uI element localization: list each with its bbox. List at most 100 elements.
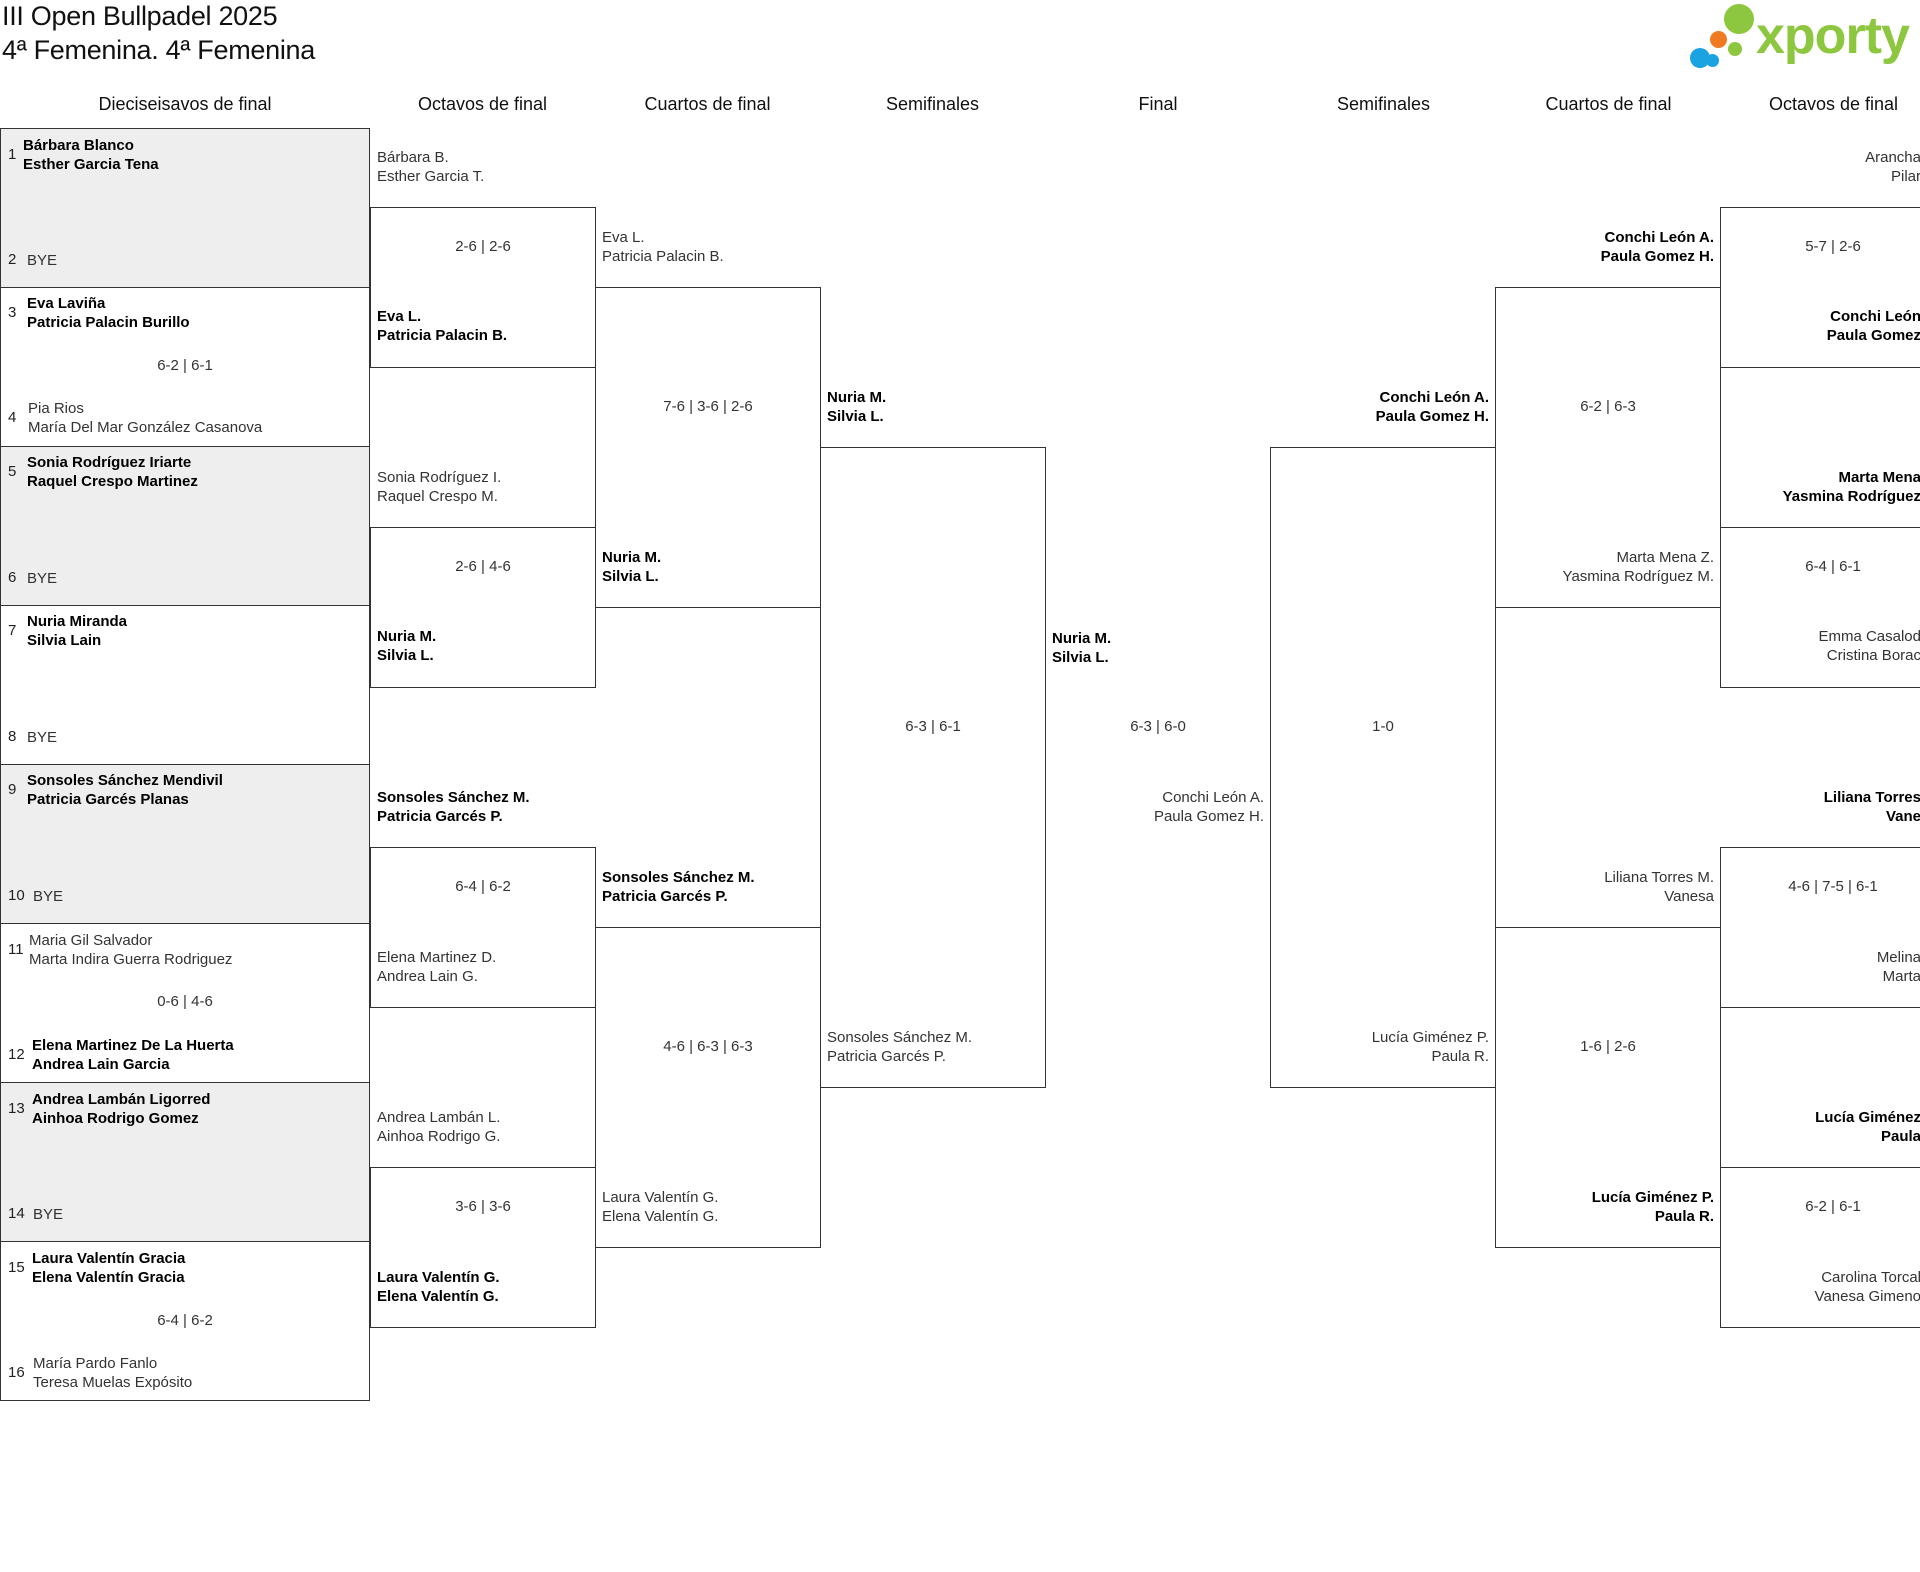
seed-number: 11	[8, 941, 24, 958]
category-subtitle: 4ª Femenina. 4ª Femenina	[2, 35, 315, 65]
logo-text: xporty	[1756, 7, 1910, 65]
match-score: 1-0	[1372, 718, 1394, 735]
match-score: 6-2 | 6-1	[1805, 1198, 1861, 1215]
small-blue-dot-icon	[1706, 54, 1719, 67]
match-score: 7-6 | 3-6 | 2-6	[663, 398, 753, 415]
team-name: BYE	[27, 570, 58, 587]
team-name: Sonsoles Sánchez M.Patricia Garcés P.	[377, 789, 530, 825]
team-name: Laura Valentín G.Elena Valentín G.	[377, 1269, 500, 1305]
team-name: Lucía Giménez P.Paula R.	[1371, 1029, 1489, 1065]
match-score: 3-6 | 3-6	[455, 1198, 511, 1215]
seed-number: 4	[8, 409, 17, 426]
match-box	[1720, 847, 1920, 1008]
team-name: Laura Valentín G.Elena Valentín G.	[602, 1189, 719, 1225]
blue-dot-icon	[1690, 48, 1710, 68]
team-name: Nuria M.Silvia L.	[827, 389, 887, 425]
seed-number: 7	[8, 622, 17, 639]
match-box	[1720, 207, 1920, 368]
orange-dot-icon	[1710, 31, 1727, 48]
match-box	[1270, 447, 1496, 1088]
team-name: Nuria M.Silvia L.	[602, 549, 662, 585]
round-header-r16: Dieciseisavos de final	[98, 94, 272, 114]
seed-number: 2	[8, 251, 17, 268]
match-score: 6-4 | 6-2	[157, 1312, 213, 1329]
match-score: 6-4 | 6-1	[1805, 558, 1861, 575]
round-header-qf: Cuartos de final	[644, 94, 771, 114]
seed-number: 6	[8, 569, 17, 586]
team-name: Sonsoles Sánchez M.Patricia Garcés P.	[827, 1029, 973, 1065]
match-box	[1720, 1167, 1920, 1328]
team-name: Sonsoles Sánchez M.Patricia Garcés P.	[602, 869, 755, 905]
match-score: 4-6 | 6-3 | 6-3	[663, 1038, 753, 1055]
round-header-final: Final	[1138, 94, 1178, 114]
team-name: Nuria M.Silvia L.	[1052, 630, 1112, 666]
match-score: 2-6 | 4-6	[455, 558, 511, 575]
match-score: 5-7 | 2-6	[1805, 238, 1861, 255]
match-box	[820, 447, 1046, 1088]
round-header-qf-right: Cuartos de final	[1545, 94, 1672, 114]
seed-number: 15	[8, 1259, 25, 1276]
seed-number: 13	[8, 1100, 25, 1117]
seed-number: 16	[8, 1364, 25, 1381]
team-name: Bárbara B.Esther Garcia T.	[377, 149, 485, 185]
match-box	[1495, 287, 1721, 608]
match-score: 1-6 | 2-6	[1580, 1038, 1636, 1055]
team-name: BYE	[27, 729, 58, 746]
match-box	[0, 1082, 370, 1242]
team-name: BYE	[27, 252, 58, 269]
round-header-r8-right: Octavos de final	[1768, 94, 1899, 114]
green-dot-icon	[1724, 4, 1754, 34]
tournament-title: III Open Bullpadel 2025	[2, 1, 278, 31]
match-box	[1495, 927, 1721, 1248]
match-score: 2-6 | 2-6	[455, 238, 511, 255]
seed-number: 8	[8, 728, 17, 745]
match-box	[0, 764, 370, 924]
match-box	[0, 1241, 370, 1401]
team-name: BYE	[33, 888, 64, 905]
seed-number: 14	[8, 1205, 25, 1222]
match-score: 6-2 | 6-1	[157, 357, 213, 374]
team-name: Liliana Torres M.Vanesa	[1604, 869, 1714, 905]
seed-number: 5	[8, 463, 17, 480]
seed-number: 10	[8, 887, 25, 904]
match-score: 6-2 | 6-3	[1580, 398, 1636, 415]
team-name: BYE	[33, 1206, 64, 1223]
team-name: Eva L.Patricia Palacin B.	[602, 229, 724, 265]
seed-number: 12	[8, 1046, 25, 1063]
team-name: Eva L.Patricia Palacin B.	[377, 308, 508, 344]
seed-number: 3	[8, 304, 17, 321]
small-green-dot-icon	[1728, 42, 1742, 56]
team-name: Sonia Rodríguez I.Raquel Crespo M.	[377, 469, 502, 505]
round-header-sf-right: Semifinales	[1336, 94, 1431, 114]
xporty-logo: xporty	[1690, 4, 1920, 68]
team-name: Nuria M.Silvia L.	[377, 628, 437, 664]
team-name: Conchi León A.Paula Gomez H.	[1375, 389, 1489, 425]
match-score: 6-3 | 6-0	[1130, 718, 1186, 735]
team-name: Andrea Lambán L.Ainhoa Rodrigo G.	[377, 1109, 501, 1145]
match-score: 4-6 | 7-5 | 6-1	[1788, 878, 1878, 895]
match-score: 0-6 | 4-6	[157, 993, 213, 1010]
match-box	[0, 446, 370, 606]
match-score: 6-3 | 6-1	[905, 718, 961, 735]
seed-number: 9	[8, 781, 17, 798]
round-header-sf: Semifinales	[885, 94, 980, 114]
team-name: Conchi León A.Paula Gomez H.	[1153, 789, 1264, 825]
match-box	[0, 128, 370, 288]
